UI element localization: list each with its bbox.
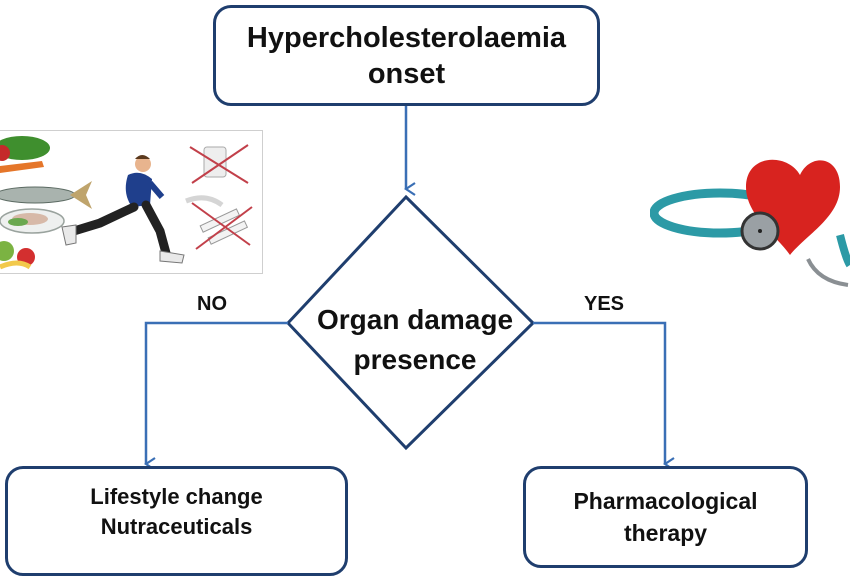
- decision-diamond: [285, 194, 536, 451]
- fish-icon: [0, 181, 92, 209]
- pharmacological-node-line-1: Pharmacological: [573, 488, 758, 514]
- lifestyle-illustration: [0, 130, 263, 274]
- heart-stethoscope-icon: [649, 159, 850, 287]
- onset-node-line-2: onset: [367, 57, 446, 90]
- decision-line-2: presence: [353, 344, 477, 375]
- onset-node: Hypercholesterolaemia onset: [213, 5, 600, 106]
- heart-stethoscope-illustration: [649, 135, 850, 295]
- no-smoking-icon: [185, 195, 253, 250]
- running-man-icon: [61, 155, 185, 264]
- decision-line-1: Organ damage: [316, 304, 514, 335]
- lifestyle-node: Lifestyle change Nutraceuticals: [5, 466, 348, 576]
- decision-node-text: Organ damage presence: [300, 300, 530, 380]
- no-salt-icon: [189, 144, 249, 184]
- lifestyle-node-line-2: Nutraceuticals: [100, 514, 253, 539]
- connector-no-branch: [144, 321, 288, 471]
- plate-icon: [0, 208, 65, 234]
- lifestyle-node-line-1: Lifestyle change: [90, 484, 263, 509]
- pharmacological-node: Pharmacological therapy: [523, 466, 808, 568]
- vegetables-icon: [0, 136, 50, 173]
- yes-branch-label: YES: [584, 293, 625, 315]
- no-branch-label: NO: [197, 293, 227, 315]
- pharmacological-node-line-2: therapy: [623, 520, 708, 546]
- onset-node-line-1: Hypercholesterolaemia: [246, 21, 567, 54]
- connector-yes-branch: [533, 321, 675, 471]
- fruit-icon: [0, 241, 35, 270]
- lifestyle-icon: [0, 136, 253, 270]
